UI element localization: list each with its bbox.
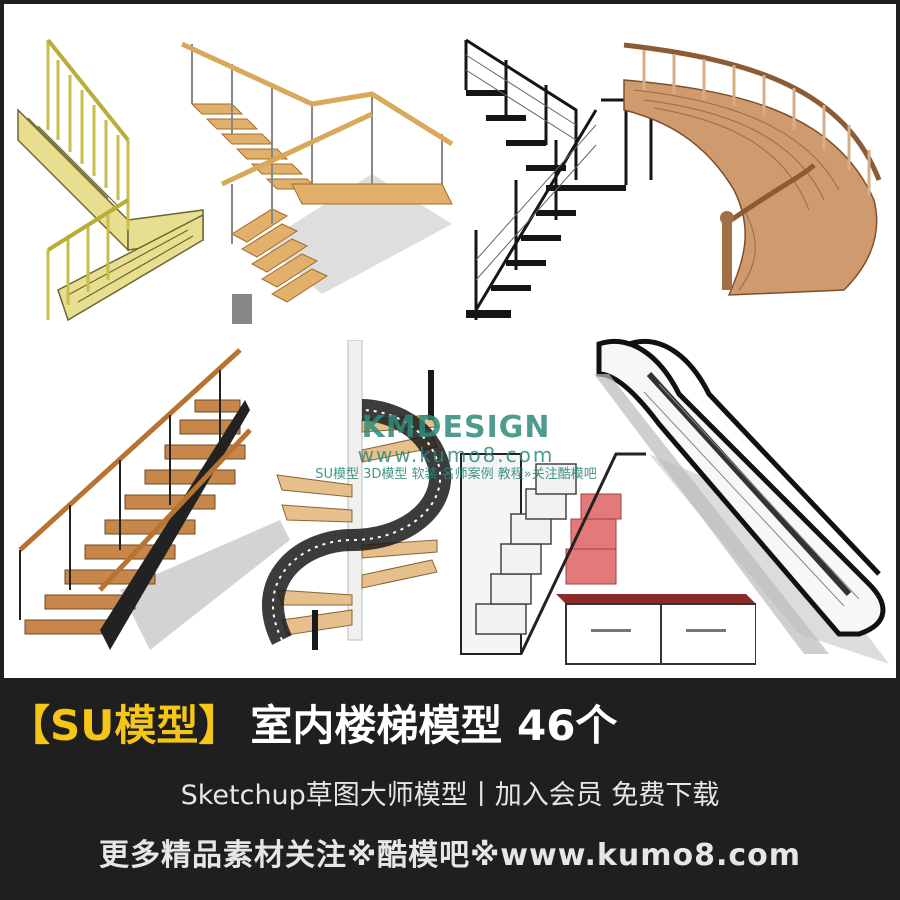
su-model-badge: 【SU模型】 xyxy=(8,701,241,750)
banner-footer: 更多精品素材关注※酷模吧※www.kumo8.com xyxy=(98,838,802,873)
u-turn-wood-staircase-icon xyxy=(8,30,208,330)
escalator-icon xyxy=(589,334,896,674)
banner-title-row: 【SU模型】室内楼梯模型 46个 xyxy=(8,696,617,756)
glass-rail-wood-staircase-icon xyxy=(172,34,462,334)
banner-title: 室内楼梯模型 46个 xyxy=(250,701,618,750)
straight-wood-staircase-icon xyxy=(10,340,300,670)
promo-banner: 【SU模型】室内楼梯模型 46个 Sketchup草图大师模型丨加入会员 免费下… xyxy=(0,680,900,900)
curved-classic-staircase-icon xyxy=(614,30,896,310)
spiral-wrought-iron-staircase-icon xyxy=(262,340,452,670)
storage-cabinet-staircase-icon xyxy=(456,444,756,672)
banner-subtitle: Sketchup草图大师模型丨加入会员 免费下载 xyxy=(180,780,720,811)
black-metal-staircase-icon xyxy=(456,30,656,330)
staircase-gallery: KMDESIGN www.kumo8.com SU模型 3D模型 软装 名师案例… xyxy=(4,4,896,678)
